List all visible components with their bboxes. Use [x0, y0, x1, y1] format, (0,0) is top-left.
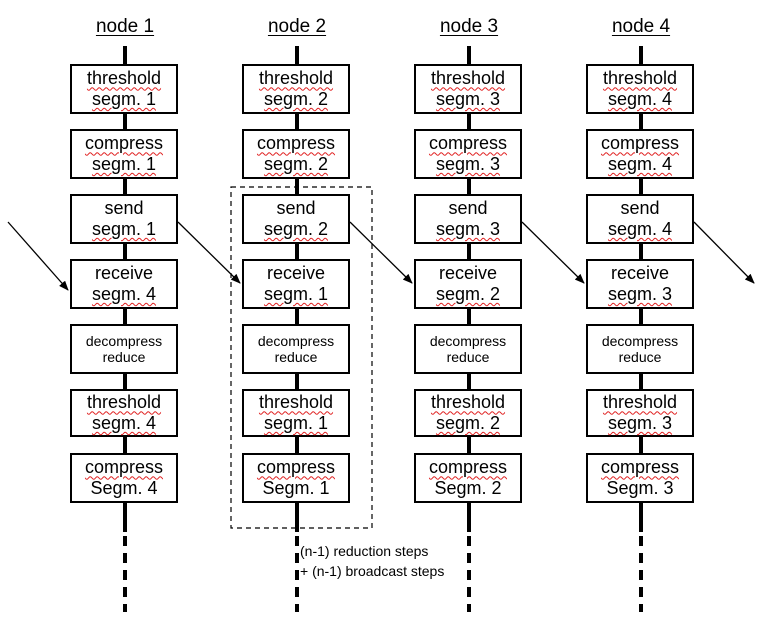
- step-detail: segm. 1: [91, 219, 157, 239]
- step-label: threshold: [258, 392, 334, 413]
- broadcast-steps-note: + (n-1) broadcast steps: [300, 563, 445, 579]
- step-detail: segm. 4: [607, 154, 673, 174]
- step-label: compress: [256, 457, 336, 478]
- step-label: threshold: [86, 392, 162, 413]
- step-label: threshold: [602, 392, 678, 413]
- step-label: send: [448, 198, 488, 219]
- step-detail: reduce: [446, 349, 490, 365]
- step-label: receive: [438, 263, 498, 284]
- transfer-arrow-3: [349, 221, 413, 284]
- step-detail: segm. 3: [607, 284, 673, 304]
- step-label: compress: [600, 457, 680, 478]
- step-label: threshold: [602, 68, 678, 89]
- step-label: decompress: [429, 332, 507, 349]
- step-detail: segm. 4: [91, 284, 157, 304]
- step-label: send: [620, 198, 660, 219]
- step-detail: segm. 3: [435, 89, 501, 109]
- step-label: decompress: [85, 332, 163, 349]
- step-detail: segm. 4: [91, 413, 157, 433]
- node-3-title: node 3: [439, 16, 499, 37]
- step-detail: segm. 3: [435, 154, 501, 174]
- step-detail: segm. 2: [435, 413, 501, 433]
- step-detail: Segm. 4: [90, 478, 158, 498]
- step-detail: segm. 1: [91, 89, 157, 109]
- step-label: decompress: [601, 332, 679, 349]
- node-4-title: node 4: [611, 16, 671, 37]
- transfer-arrow-4: [521, 221, 585, 284]
- step-detail: reduce: [618, 349, 662, 365]
- node-1-title: node 1: [95, 16, 155, 37]
- step-detail: segm. 3: [607, 413, 673, 433]
- transfer-arrow-5: [693, 221, 755, 284]
- step-detail: segm. 1: [263, 284, 329, 304]
- step-detail: segm. 1: [263, 413, 329, 433]
- step-label: compress: [600, 133, 680, 154]
- iteration-bracket: [230, 186, 373, 529]
- step-detail: segm. 1: [91, 154, 157, 174]
- step-label: receive: [610, 263, 670, 284]
- step-detail: segm. 4: [607, 219, 673, 239]
- step-detail: segm. 2: [263, 154, 329, 174]
- step-label: compress: [256, 133, 336, 154]
- step-label: threshold: [258, 68, 334, 89]
- step-detail: segm. 2: [263, 219, 329, 239]
- step-label: compress: [428, 133, 508, 154]
- step-label: send: [276, 198, 316, 219]
- transfer-arrow-1: [7, 221, 69, 291]
- step-detail: Segm. 1: [262, 478, 330, 498]
- step-label: receive: [266, 263, 326, 284]
- step-detail: segm. 2: [435, 284, 501, 304]
- step-detail: Segm. 2: [434, 478, 502, 498]
- step-detail: reduce: [102, 349, 146, 365]
- step-label: decompress: [257, 332, 335, 349]
- step-label: threshold: [430, 392, 506, 413]
- step-label: send: [104, 198, 144, 219]
- step-label: receive: [94, 263, 154, 284]
- step-label: compress: [84, 133, 164, 154]
- step-detail: Segm. 3: [606, 478, 674, 498]
- transfer-arrow-2: [177, 221, 241, 284]
- step-label: compress: [84, 457, 164, 478]
- step-detail: segm. 2: [263, 89, 329, 109]
- step-detail: reduce: [274, 349, 318, 365]
- reduction-steps-note: (n-1) reduction steps: [300, 543, 429, 559]
- iteration-annotation: (n-1) reduction steps + (n-1) broadcast …: [300, 541, 444, 581]
- node-2-title: node 2: [267, 16, 327, 37]
- step-label: threshold: [430, 68, 506, 89]
- step-detail: segm. 3: [435, 219, 501, 239]
- step-label: compress: [428, 457, 508, 478]
- step-detail: segm. 4: [607, 89, 673, 109]
- step-label: threshold: [86, 68, 162, 89]
